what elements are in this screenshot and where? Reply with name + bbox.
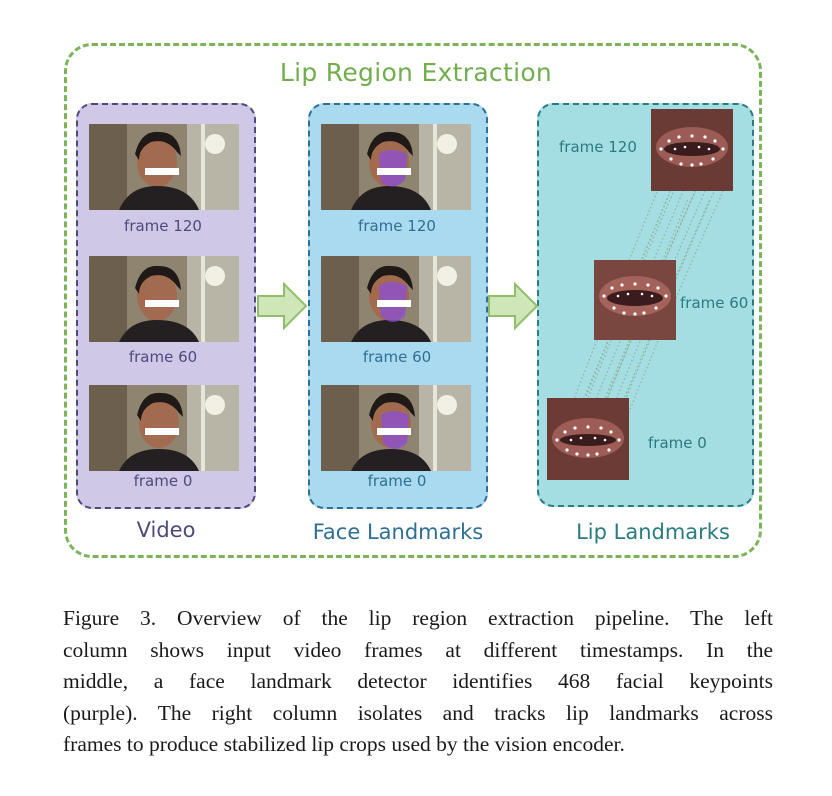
face-landmarks-frame-label: frame 60 xyxy=(362,348,432,366)
lip-crop-image xyxy=(547,398,629,480)
video-frame-label: frame 60 xyxy=(128,348,198,366)
lip-frame-label: frame 0 xyxy=(648,434,707,452)
face-landmarks-column-label: Face Landmarks xyxy=(312,520,484,544)
figure-title: Lip Region Extraction xyxy=(279,58,553,87)
caption-line: Figure 3. Overview of the lip region ext… xyxy=(63,606,773,630)
caption-line: (purple). The right column isolates and … xyxy=(63,700,773,725)
face-landmarks-frame-label: frame 0 xyxy=(367,472,427,490)
video-frame-image xyxy=(89,385,239,471)
right-arrow-icon xyxy=(488,282,539,330)
lip-crop-image xyxy=(651,109,733,191)
lip-frame-label: frame 60 xyxy=(680,294,749,312)
face-landmarks-frame-image xyxy=(321,385,471,471)
lip-crop-image xyxy=(594,260,676,340)
right-arrow-icon xyxy=(257,282,308,330)
figure-caption: Figure 3. Overview of the lip region ext… xyxy=(63,603,773,761)
video-frame-label: frame 0 xyxy=(133,472,193,490)
face-landmarks-frame-image xyxy=(321,256,471,342)
video-frame-image xyxy=(89,124,239,210)
caption-line: column shows input video frames at diffe… xyxy=(63,637,773,662)
caption-line: middle, a face landmark detector identif… xyxy=(63,669,773,693)
caption-line: frames to produce stabilized lip crops u… xyxy=(63,732,625,756)
lip-landmarks-column-label: Lip Landmarks xyxy=(576,520,730,544)
video-frame-label: frame 120 xyxy=(124,217,202,235)
lip-region-extraction-frame xyxy=(64,43,762,558)
face-landmarks-frame-label: frame 120 xyxy=(358,217,436,235)
video-column-label: Video xyxy=(136,518,196,542)
lip-frame-label: frame 120 xyxy=(559,138,637,156)
video-frame-image xyxy=(89,256,239,342)
face-landmarks-frame-image xyxy=(321,124,471,210)
